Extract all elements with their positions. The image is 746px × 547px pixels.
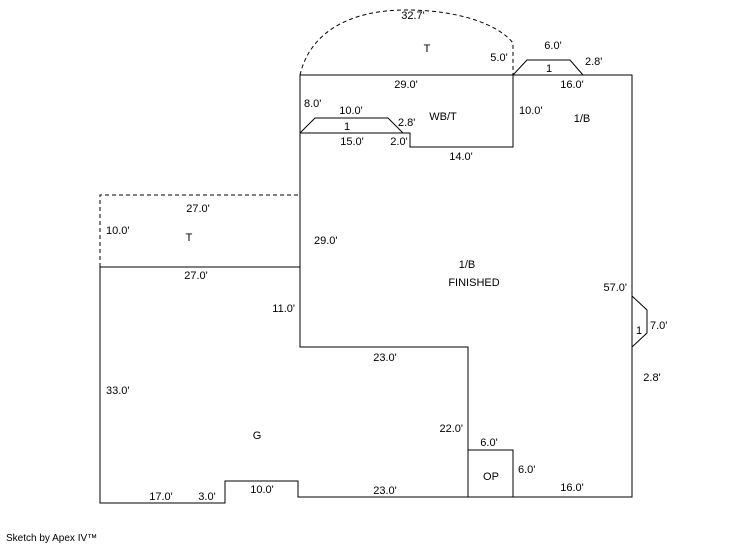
dim-wbt-base-left: 15.0' <box>340 136 364 148</box>
dim-garage-step-height: 11.0' <box>272 303 295 315</box>
dim-divider-height: 10.0' <box>519 105 543 117</box>
arc-terrace-outline <box>299 9 514 76</box>
dim-bay-top-width: 6.0' <box>544 40 561 52</box>
dashed-outlines <box>99 9 514 267</box>
dim-garage-right-height: 22.0' <box>439 423 463 435</box>
dim-porch-top-width: 6.0' <box>480 437 497 449</box>
area-label-terrace: T <box>186 232 193 244</box>
dim-main-left-height: 29.0' <box>314 235 338 247</box>
dim-top-right-width: 16.0' <box>560 79 584 91</box>
dim-wbt-bottom-width: 14.0' <box>449 151 473 163</box>
dim-bottom-mid-width: 23.0' <box>373 485 397 497</box>
dim-bottom-left-width: 17.0' <box>149 491 173 503</box>
bay-window-left <box>299 117 404 134</box>
dim-bottom-notch-width: 10.0' <box>250 484 274 496</box>
dim-bottom-right-width: 16.0' <box>560 482 584 494</box>
dim-right-height: 57.0' <box>603 282 627 294</box>
area-label-wbt: WB/T <box>429 111 457 123</box>
bay-window-top-right <box>512 59 584 76</box>
dim-arc-drop: 5.0' <box>490 52 507 64</box>
area-label-garage: G <box>253 430 262 442</box>
solid-walls <box>99 59 648 504</box>
area-label-arc-terrace: T <box>424 43 431 55</box>
dim-wbt-base-step: 2.0' <box>390 136 407 148</box>
area-label-porch: OP <box>483 471 499 483</box>
dim-left-upper-height: 8.0' <box>304 98 321 110</box>
dim-bay-right-count: 1 <box>636 325 642 337</box>
open-porch-outline <box>467 449 514 498</box>
bay-window-right <box>631 295 648 348</box>
dim-arc-length: 32.7' <box>401 10 425 22</box>
dim-bay-top-slant: 2.8' <box>585 56 602 68</box>
dim-bay-right-height: 7.0' <box>650 320 667 332</box>
dim-bay-top-count: 1 <box>546 63 552 75</box>
dim-porch-right-height: 6.0' <box>518 464 535 476</box>
dim-mid-width: 23.0' <box>373 352 397 364</box>
dim-garage-left-height: 33.0' <box>106 385 130 397</box>
terrace-outline <box>99 194 300 267</box>
area-label-main: 1/B <box>459 259 476 271</box>
dim-bay-left-slant: 2.8' <box>398 117 415 129</box>
interior-walls <box>300 75 514 148</box>
dim-top-width: 29.0' <box>394 79 418 91</box>
dim-bay-right-slant: 2.8' <box>643 372 660 384</box>
dim-garage-top-width: 27.0' <box>184 270 208 282</box>
dim-bottom-step-height: 3.0' <box>198 491 215 503</box>
sketch-credit: Sketch by Apex IV™ <box>6 533 98 544</box>
area-label-upper-right: 1/B <box>574 113 591 125</box>
dim-bay-left-width: 10.0' <box>339 105 363 117</box>
dim-terrace-width: 27.0' <box>186 203 210 215</box>
area-label-main-status: FINISHED <box>448 277 499 289</box>
sketch-labels: 32.7' T 5.0' 6.0' 1 2.8' 16.0' 29.0' 8.0… <box>106 10 667 503</box>
garage-outline <box>99 266 469 504</box>
dim-terrace-depth: 10.0' <box>106 225 130 237</box>
dim-bay-left-count: 1 <box>344 121 350 133</box>
